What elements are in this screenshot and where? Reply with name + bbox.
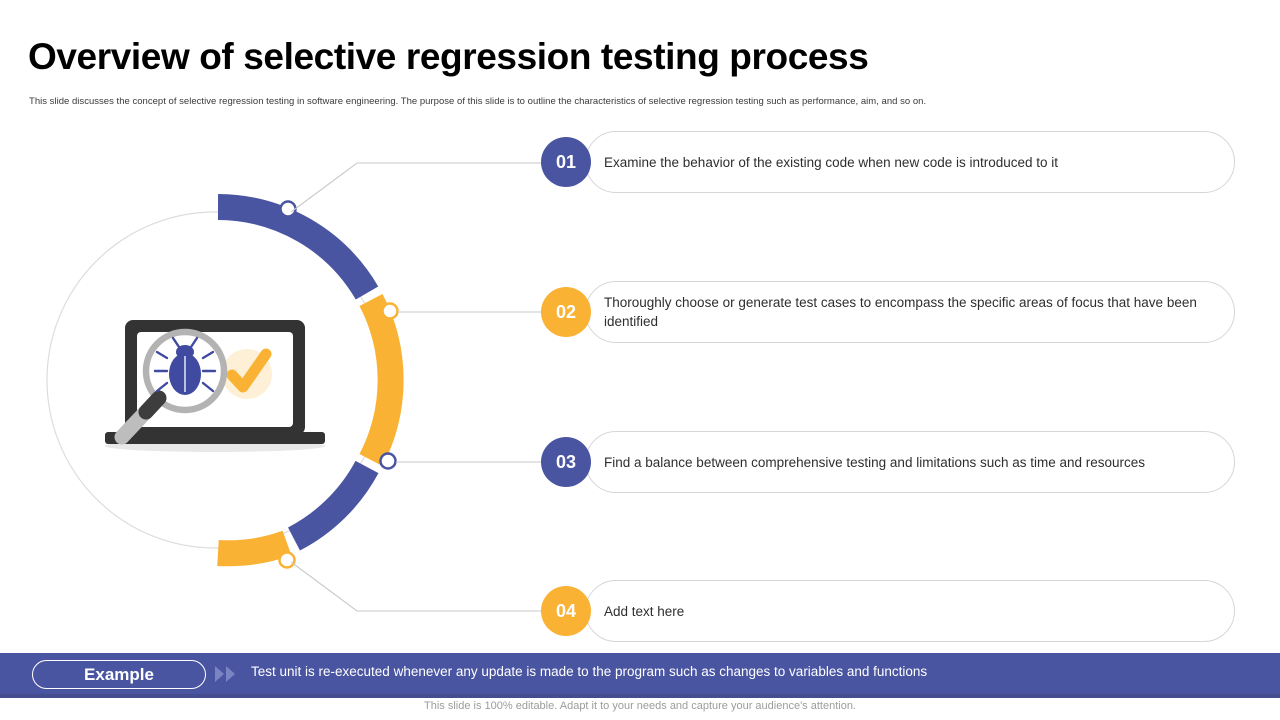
process-step-1[interactable]: Examine the behavior of the existing cod… xyxy=(0,131,1280,193)
step-card-2[interactable]: Thoroughly choose or generate test cases… xyxy=(585,281,1235,343)
laptop-illustration xyxy=(105,320,325,452)
process-step-2[interactable]: Thoroughly choose or generate test cases… xyxy=(0,281,1280,343)
step-text-2: Thoroughly choose or generate test cases… xyxy=(604,295,1197,329)
example-label-pill[interactable]: Example xyxy=(32,660,206,689)
page-title: Overview of selective regression testing… xyxy=(28,36,869,77)
footer-description: Test unit is re-executed whenever any up… xyxy=(251,664,928,679)
check-icon xyxy=(226,348,272,393)
step-text-1: Examine the behavior of the existing cod… xyxy=(604,154,1059,170)
footer-bar xyxy=(0,653,1280,694)
step-text-3: Find a balance between comprehensive tes… xyxy=(604,454,1146,470)
example-label: Example xyxy=(84,664,154,684)
donut-ring xyxy=(217,194,404,567)
ring-node-02 xyxy=(381,302,399,320)
step-text-4: Add text here xyxy=(604,603,685,619)
double-chevron-right-icon xyxy=(215,666,235,682)
page-subtitle: This slide discusses the concept of sele… xyxy=(29,96,927,107)
editable-note: This slide is 100% editable. Adapt it to… xyxy=(424,700,856,712)
ring-node-01 xyxy=(279,200,297,218)
laptop-base xyxy=(105,432,325,444)
step-badge-1[interactable]: 01 xyxy=(541,137,591,187)
step-number-3: 03 xyxy=(555,451,577,472)
step-badge-3[interactable]: 03 xyxy=(541,437,591,487)
step-card-1[interactable]: Examine the behavior of the existing cod… xyxy=(585,131,1235,193)
donut-segment-4 xyxy=(217,530,292,567)
magnifier-handle-joint xyxy=(138,390,167,420)
footer-underline xyxy=(0,694,1280,698)
donut-segment-3 xyxy=(287,460,379,551)
donut-segment-1 xyxy=(217,194,379,300)
process-step-3[interactable]: Find a balance between comprehensive tes… xyxy=(0,431,1280,493)
step-number-1: 01 xyxy=(555,151,577,172)
step-card-3[interactable]: Find a balance between comprehensive tes… xyxy=(585,431,1235,493)
ring-node-04 xyxy=(278,551,296,569)
step-number-2: 02 xyxy=(555,301,577,322)
ring-node-03 xyxy=(379,452,397,470)
process-step-4[interactable]: Add text here 04 xyxy=(0,580,1280,642)
step-number-4: 04 xyxy=(555,600,577,621)
step-badge-4[interactable]: 04 xyxy=(541,586,591,636)
step-badge-2[interactable]: 02 xyxy=(541,287,591,337)
donut-segment-2 xyxy=(359,293,404,467)
bug-icon xyxy=(153,336,217,393)
step-card-4[interactable]: Add text here xyxy=(585,580,1235,642)
process-donut-graphic xyxy=(30,175,430,585)
